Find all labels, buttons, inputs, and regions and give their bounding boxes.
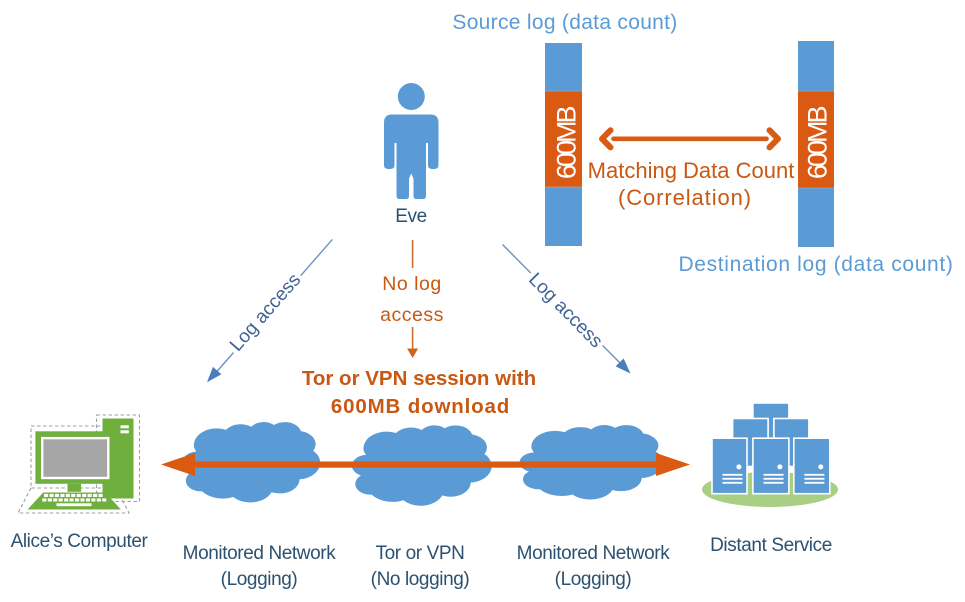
- svg-text:600MB: 600MB: [552, 107, 582, 180]
- svg-text:600MB: 600MB: [803, 107, 833, 180]
